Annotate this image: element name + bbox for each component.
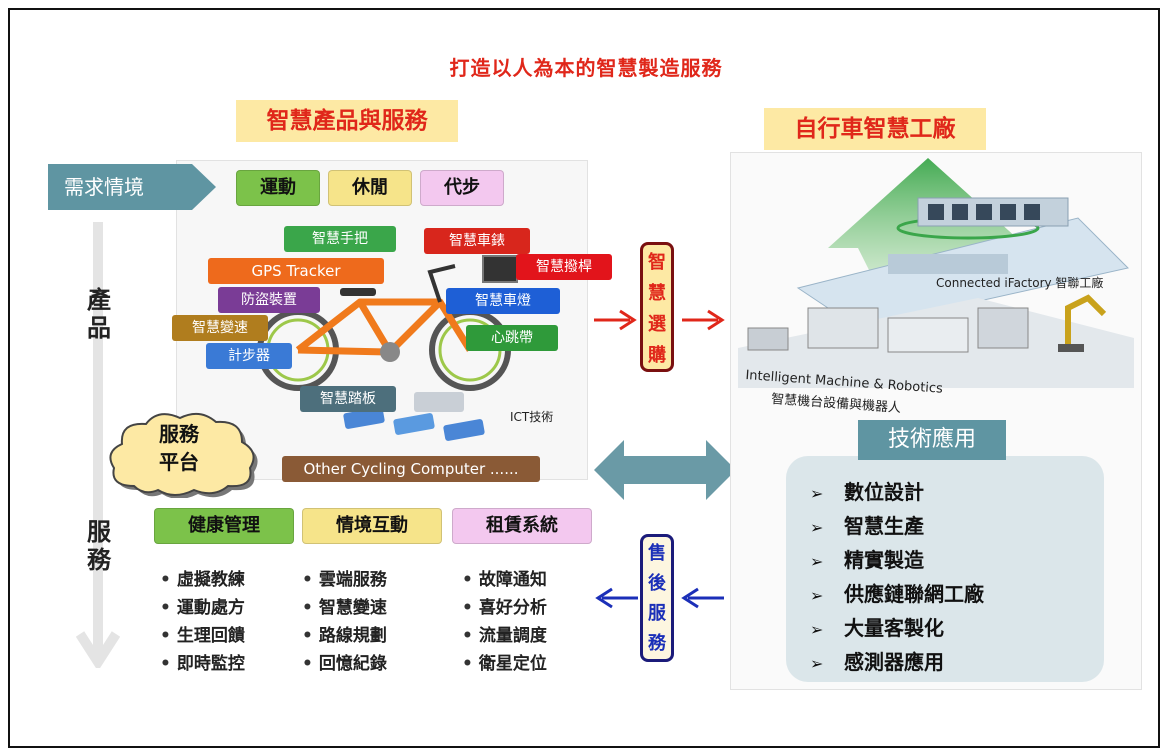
tag-smart-bike-computer: 智慧車錶: [424, 228, 530, 254]
cycling-computer-bar: Other Cycling Computer ......: [282, 456, 540, 482]
smart-products-banner: 智慧產品與服務: [236, 100, 458, 142]
tag-smart-handlebar: 智慧手把: [284, 226, 396, 252]
service-axis-label: 服務: [87, 518, 111, 574]
demand-context-label: 需求情境: [64, 175, 144, 199]
list-item: 智慧變速: [302, 594, 387, 622]
tag-smart-light: 智慧車燈: [446, 288, 560, 314]
service-context: 情境互動: [302, 508, 442, 544]
shifter-device-icon: [482, 255, 518, 283]
list-item: ➢供應鏈聯網工廠: [810, 578, 984, 612]
context-service-list: 雲端服務 智慧變速 路線規劃 回憶紀錄: [302, 566, 387, 678]
tech-application-box: [786, 456, 1104, 682]
tag-smart-shifter: 智慧撥桿: [516, 254, 612, 280]
tag-heart-rate-strap: 心跳帶: [466, 325, 558, 351]
service-health: 健康管理: [154, 508, 294, 544]
tag-gps-tracker: GPS Tracker: [208, 258, 384, 284]
ict-label: ICT技術: [510, 410, 554, 424]
rental-service-list: 故障通知 喜好分析 流量調度 衛星定位: [462, 566, 547, 678]
demand-sport: 運動: [236, 170, 320, 206]
tag-smart-pedal: 智慧踏板: [300, 386, 396, 412]
tag-anti-theft: 防盜裝置: [218, 287, 320, 313]
list-item: 喜好分析: [462, 594, 547, 622]
arrow-left-icon: [681, 587, 724, 609]
list-item: 衛星定位: [462, 650, 547, 678]
arrow-bullet-icon: ➢: [810, 552, 824, 571]
service-rental: 租賃系統: [452, 508, 592, 544]
smart-purchase-label: 智慧選購: [640, 242, 674, 372]
arrow-right-icon: [594, 309, 637, 331]
vertical-axis-arrow: [76, 222, 120, 668]
list-item: 即時監控: [160, 650, 245, 678]
list-item: 路線規劃: [302, 622, 387, 650]
smart-factory-banner: 自行車智慧工廠: [764, 108, 986, 150]
arrow-bullet-icon: ➢: [810, 586, 824, 605]
connected-ifactory-label: Connected iFactory 智聯工廠: [936, 276, 1104, 290]
list-item: ➢數位設計: [810, 476, 984, 510]
after-sales-label: 售後服務: [640, 534, 674, 662]
arrow-right-icon: [682, 309, 725, 331]
product-axis-label: 產品: [87, 286, 111, 342]
list-item: 故障通知: [462, 566, 547, 594]
tech-application-heading: 技術應用: [858, 420, 1006, 460]
service-platform-label: 服務平台: [159, 422, 199, 474]
list-item: 虛擬教練: [160, 566, 245, 594]
list-item: ➢大量客製化: [810, 612, 984, 646]
page: 打造以人為本的智慧製造服務 智慧產品與服務 自行車智慧工廠 需求情境 運動 休閒…: [0, 0, 1172, 731]
list-item: ➢感測器應用: [810, 646, 984, 680]
list-item: 生理回饋: [160, 622, 245, 650]
arrow-bullet-icon: ➢: [810, 484, 824, 503]
double-arrow-icon: [594, 440, 736, 500]
device-illustration: [343, 392, 485, 441]
demand-commute: 代步: [420, 170, 504, 206]
demand-leisure: 休閒: [328, 170, 412, 206]
tag-pedometer: 計步器: [206, 343, 292, 369]
tag-smart-gear: 智慧變速: [172, 315, 268, 341]
arrow-left-icon: [595, 587, 638, 609]
arrow-bullet-icon: ➢: [810, 654, 824, 673]
service-platform-cloud: [109, 412, 258, 498]
list-item: 回憶紀錄: [302, 650, 387, 678]
list-item: 雲端服務: [302, 566, 387, 594]
list-item: ➢智慧生產: [810, 510, 984, 544]
demand-context-arrow: 需求情境: [48, 164, 216, 210]
list-item: 運動處方: [160, 594, 245, 622]
arrow-bullet-icon: ➢: [810, 620, 824, 639]
page-title: 打造以人為本的智慧製造服務: [449, 56, 723, 80]
tech-application-list: ➢數位設計 ➢智慧生產 ➢精實製造 ➢供應鏈聯網工廠 ➢大量客製化 ➢感測器應用: [810, 476, 984, 680]
list-item: ➢精實製造: [810, 544, 984, 578]
health-service-list: 虛擬教練 運動處方 生理回饋 即時監控: [160, 566, 245, 678]
list-item: 流量調度: [462, 622, 547, 650]
arrow-bullet-icon: ➢: [810, 518, 824, 537]
factory-illustration: [738, 158, 1134, 388]
